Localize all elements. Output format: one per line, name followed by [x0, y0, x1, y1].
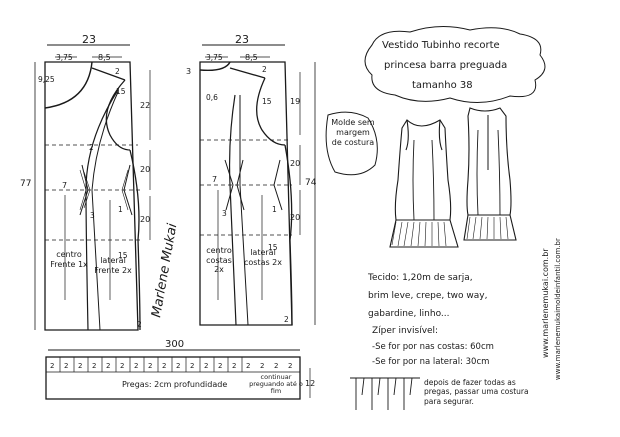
- front-hem-15: 15: [118, 251, 128, 260]
- pleat-mark-7: 2: [134, 362, 138, 370]
- front-hip-mark: 3: [90, 211, 95, 220]
- back-neck-drop: 3: [186, 67, 191, 76]
- back-hem-2: 2: [284, 315, 289, 324]
- strip-length: 300: [165, 339, 184, 350]
- molde-note: Molde sem margem de costura: [331, 118, 375, 147]
- back-side-20a: 20: [290, 159, 300, 168]
- front-hem-2: 2: [137, 320, 142, 329]
- pleat-mark-15: 2: [246, 362, 250, 370]
- front-hip-1: 1: [118, 205, 123, 214]
- back-side-20b: 20: [290, 213, 300, 222]
- dress-back-sketch: [463, 107, 517, 241]
- dress-front-sketch: [389, 119, 459, 248]
- pleat-mark-3: 2: [78, 362, 82, 370]
- back-neck-width: 3,75: [206, 53, 223, 62]
- title-line-2: princesa barra preguada: [384, 60, 507, 71]
- front-shoulder-mark: 2: [115, 67, 120, 76]
- front-neck-drop: 9,25: [38, 75, 55, 84]
- back-shoulder-mark: 2: [262, 65, 267, 74]
- pleat-mark-13: 2: [218, 362, 222, 370]
- pleat-mark-1: 2: [50, 362, 54, 370]
- front-total-length: 77: [20, 179, 31, 189]
- fabric-line-3: gabardine, linho...: [368, 309, 450, 319]
- title-line-1: Vestido Tubinho recorte: [382, 40, 500, 51]
- back-total-length: 74: [305, 178, 317, 188]
- pleat-mark-14: 2: [232, 362, 236, 370]
- front-side-20b: 20: [140, 215, 150, 224]
- front-side-20a: 20: [140, 165, 150, 174]
- front-armhole-depth: 22: [140, 101, 150, 110]
- back-pattern: [199, 44, 316, 326]
- title-line-3: tamanho 38: [412, 80, 473, 91]
- zipper-back: -Se for por nas costas: 60cm: [372, 342, 494, 352]
- title-cloud: [364, 26, 546, 103]
- strip-continue-note: continuar preguando até o fim: [249, 374, 303, 396]
- back-dart-up: 15: [262, 97, 272, 106]
- website-kids: www.marlenemukaimoldeinfantil.com.br: [554, 238, 562, 380]
- front-neck-width: 3,75: [56, 53, 73, 62]
- strip-height: 12: [305, 379, 315, 388]
- fabric-line-2: brim leve, crepe, two way,: [368, 291, 487, 301]
- back-center-label: centro costas 2x: [206, 246, 232, 275]
- pleat-mark-4: 2: [92, 362, 96, 370]
- back-hip-1: 1: [272, 205, 277, 214]
- front-waist-dart: 7: [62, 181, 67, 190]
- pleat-strip: [45, 349, 311, 400]
- front-center-label: centro Frente 1x: [50, 250, 88, 269]
- pleat-mark-17: 2: [274, 362, 278, 370]
- molde-box: [325, 111, 378, 176]
- front-side-label: lateral Frente 2x: [94, 256, 132, 275]
- pleat-mark-6: 2: [120, 362, 124, 370]
- back-armhole-depth: 19: [290, 97, 300, 106]
- pleat-mark-10: 2: [176, 362, 180, 370]
- front-dart-up: 15: [116, 87, 126, 96]
- back-shoulder-width: 8,5: [245, 53, 258, 62]
- signature: Marlene Mukai: [149, 222, 180, 319]
- pleat-mark-5: 2: [106, 362, 110, 370]
- front-dart-side: 2: [89, 143, 94, 152]
- back-hem-15: 15: [268, 243, 278, 252]
- zipper-side: -Se for por na lateral: 30cm: [372, 357, 489, 367]
- pleat-mark-8: 2: [148, 362, 152, 370]
- back-width-top: 23: [235, 33, 249, 46]
- pleat-mark-9: 2: [162, 362, 166, 370]
- zipper-title: Zíper invisível:: [372, 326, 438, 336]
- back-hip-mark: 3: [222, 209, 227, 218]
- front-shoulder-width: 8,5: [98, 53, 111, 62]
- front-pattern: [34, 44, 151, 331]
- pleat-note: depois de fazer todas as pregas, passar …: [424, 378, 529, 406]
- pleat-mark-11: 2: [190, 362, 194, 370]
- pleat-fold-sketch: [350, 377, 420, 410]
- back-side-label: lateral costas 2x: [243, 248, 283, 267]
- strip-caption: Pregas: 2cm profundidade: [122, 380, 227, 389]
- fabric-line-1: Tecido: 1,20m de sarja,: [367, 273, 473, 283]
- pleat-mark-2: 2: [64, 362, 68, 370]
- pleat-mark-16: 2: [260, 362, 264, 370]
- back-waist-dart: 7: [212, 175, 217, 184]
- front-width-top: 23: [82, 33, 96, 46]
- back-neck-06: 0,6: [206, 93, 218, 102]
- website-main: www.marlenemukai.com.br: [541, 248, 550, 358]
- pleat-mark-12: 2: [204, 362, 208, 370]
- pleat-mark-18: 2: [288, 362, 292, 370]
